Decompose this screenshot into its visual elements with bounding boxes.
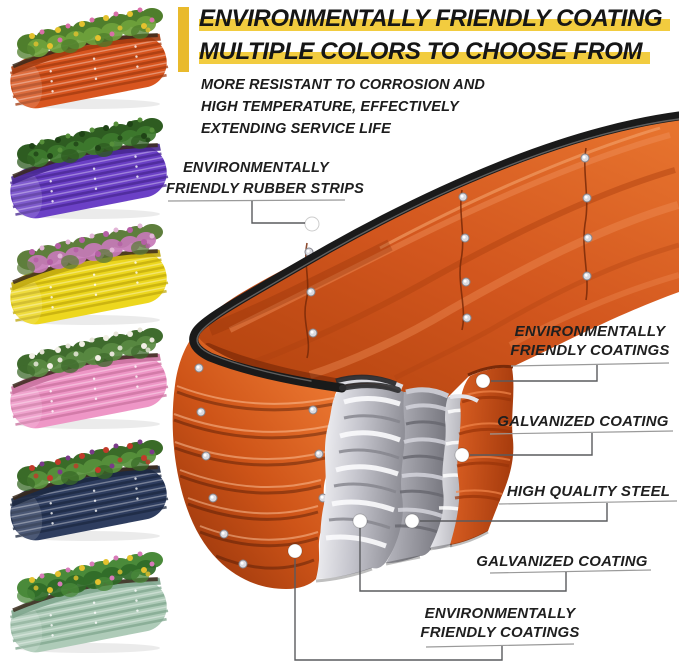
rubber-strip [189,111,679,393]
garden-bed-thumbnail [9,439,169,541]
plants [17,327,163,379]
plants [17,117,163,169]
garden-bed-sage-green [0,546,176,656]
garden-bed-thumbnail [9,117,169,219]
subtitle-line: EXTENDING SERVICE LIFE [201,121,391,137]
page-title-line1: ENVIRONMENTALLY FRIENDLY COATING [199,5,671,33]
callout-galvanized-coating-top-label: GALVANIZED COATING [497,413,669,430]
callout-dot [304,216,320,232]
garden-bed-orange [0,2,176,112]
plants [17,223,163,275]
accent-bar [178,7,189,72]
callout-dot [475,373,491,389]
garden-bed-navy [0,434,176,544]
callout-dots [287,216,491,559]
garden-bed-thumbnail [9,551,169,653]
garden-bed-thumbnail [9,7,169,109]
callout-friendly-coatings-bottom-label: ENVIRONMENTALLY FRIENDLY COATINGS [420,605,580,641]
plants [17,439,163,491]
callout-dot [404,513,420,529]
callout-friendly-coatings-top-label: ENVIRONMENTALLY FRIENDLY COATINGS [510,323,670,359]
garden-bed-thumbnail [9,327,169,429]
page-title-line2: MULTIPLE COLORS TO CHOOSE FROM [199,38,651,66]
plants [17,551,163,603]
callout-underlines [167,199,678,648]
callout-rubber-strips-label: ENVIRONMENTALLY FRIENDLY RUBBER STRIPS [166,160,365,197]
subtitle-line: MORE RESISTANT TO CORROSION AND [201,77,485,93]
subtitle-line: HIGH TEMPERATURE, EFFECTIVELY [201,99,459,115]
callout-dot [352,513,368,529]
callout-galvanized-coating-bottom-label: GALVANIZED COATING [476,553,648,570]
bed-interior-wall [196,118,679,397]
callout-dot [454,447,470,463]
callout-high-quality-steel-label: HIGH QUALITY STEEL [506,483,671,500]
callout-connectors [251,201,608,661]
plants [17,7,163,59]
cutaway-layers [315,364,514,583]
bed-end-cap [172,332,342,589]
color-options-list [0,0,178,665]
garden-bed-pink [0,322,176,432]
garden-bed-purple [0,112,176,222]
layer-steel [386,390,451,564]
garden-bed-yellow [0,218,176,328]
callout-dot [287,543,303,559]
garden-bed-thumbnail [9,223,169,325]
